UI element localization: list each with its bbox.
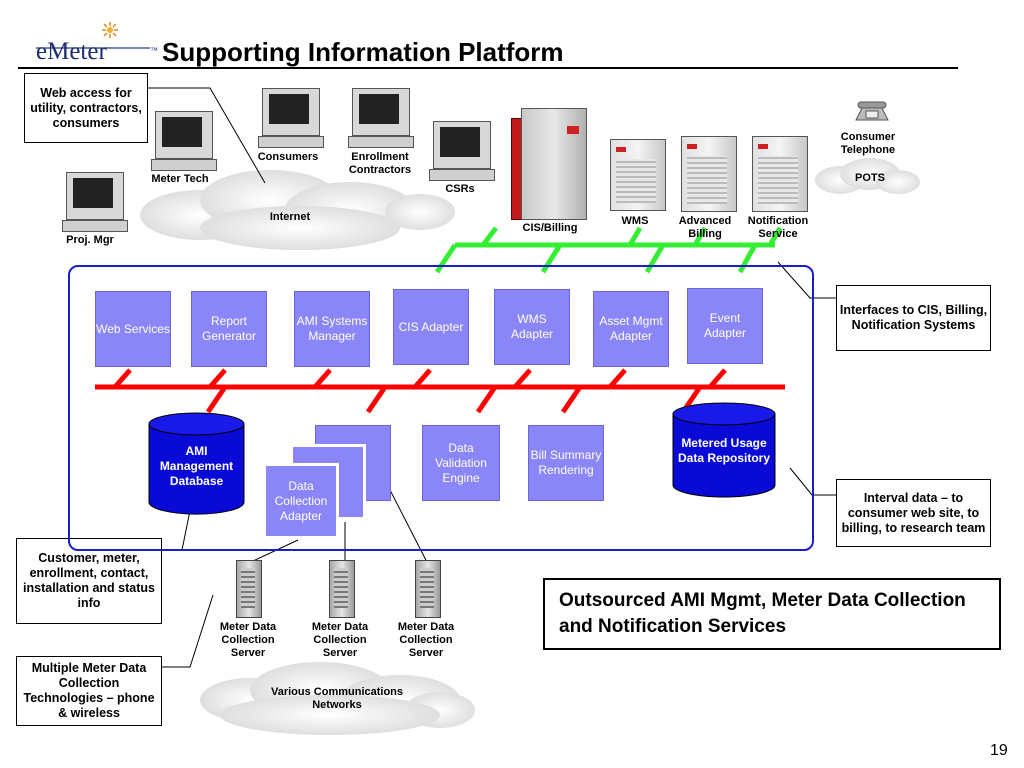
proj-mgr-label: Proj. Mgr <box>66 234 114 246</box>
advanced-billing-label: Advanced Billing <box>678 215 732 240</box>
ami-management-database: AMI Management Database <box>148 412 245 516</box>
wms-adapter-module: WMS Adapter <box>494 289 570 365</box>
logo-flame-icon <box>36 22 150 49</box>
wms-label: WMS <box>621 215 649 227</box>
telephone-icon <box>852 98 892 128</box>
metered-usage-repository-label: Metered Usage Data Repository <box>677 436 771 465</box>
enrollment-computer-icon <box>348 88 414 148</box>
meter-tech-label: Meter Tech <box>151 173 209 185</box>
title-underline <box>18 67 958 69</box>
page-title: Supporting Information Platform <box>162 37 564 67</box>
various-networks-label: Various Communications Networks <box>270 686 404 711</box>
server1-tower-icon <box>236 560 262 618</box>
notification-service-label: Notification Service <box>747 215 809 240</box>
cis-adapter-module: CIS Adapter <box>393 289 469 365</box>
bill-summary-rendering-module: Bill Summary Rendering <box>528 425 604 501</box>
web-services-module: Web Services <box>95 291 171 367</box>
ami-management-database-label: AMI Management Database <box>159 444 234 488</box>
notification-server-icon <box>752 136 808 212</box>
csrs-label: CSRs <box>445 183 475 195</box>
multiple-leader <box>162 594 214 668</box>
cis-billing-label: CIS/Billing <box>522 222 578 234</box>
interfaces-callout: Interfaces to CIS, Billing, Notification… <box>836 285 991 351</box>
web-access-callout: Web access for utility, contractors, con… <box>24 73 148 143</box>
internet-label: Internet <box>269 211 311 223</box>
interval-data-callout: Interval data – to consumer web site, to… <box>836 479 991 547</box>
pots-cloud <box>815 158 920 194</box>
data-validation-engine-module: Data Validation Engine <box>422 425 500 501</box>
consumers-label: Consumers <box>257 151 319 163</box>
various-networks-cloud <box>200 662 475 735</box>
server2-label: Meter Data Collection Server <box>311 621 369 659</box>
pots-label: POTS <box>855 172 885 184</box>
consumer-telephone-label: Consumer Telephone <box>840 131 896 156</box>
internet-cloud <box>140 170 455 250</box>
meter-tech-computer-icon <box>151 111 217 171</box>
proj-mgr-computer-icon <box>62 172 128 232</box>
report-generator-module: Report Generator <box>191 291 267 367</box>
enrollment-label: Enrollment Contractors <box>348 151 412 176</box>
advanced-billing-server-icon <box>681 136 737 212</box>
metered-usage-repository: Metered Usage Data Repository <box>672 402 776 498</box>
consumers-computer-icon <box>258 88 324 148</box>
emeter-logo: eMeter ™ <box>22 20 162 70</box>
platform-bus <box>95 368 785 414</box>
ami-systems-manager-module: AMI Systems Manager <box>294 291 370 367</box>
customer-meter-callout: Customer, meter, enrollment, contact, in… <box>16 538 162 624</box>
server3-tower-icon <box>415 560 441 618</box>
server1-label: Meter Data Collection Server <box>219 621 277 659</box>
csrs-computer-icon <box>429 121 495 181</box>
server3-link <box>389 489 431 569</box>
outsourced-services-box: Outsourced AMI Mgmt, Meter Data Collecti… <box>543 578 1001 650</box>
server3-label: Meter Data Collection Server <box>397 621 455 659</box>
server2-tower-icon <box>329 560 355 618</box>
cis-billing-mainframe-icon <box>511 108 591 220</box>
data-collection-adapter-module: Data Collection Adapter <box>263 463 339 539</box>
web-access-leader <box>147 87 266 184</box>
logo-text: eMeter <box>36 38 107 65</box>
multiple-meter-callout: Multiple Meter Data Collection Technolog… <box>16 656 162 726</box>
interfaces-leader <box>777 261 836 299</box>
slide-number: 19 <box>990 742 1008 759</box>
logo-trademark: ™ <box>150 46 158 55</box>
event-adapter-module: Event Adapter <box>687 288 763 364</box>
integration-bus <box>434 226 783 274</box>
wms-server-icon <box>610 139 666 211</box>
platform-container <box>68 265 814 551</box>
asset-mgmt-adapter-module: Asset Mgmt Adapter <box>593 291 669 367</box>
